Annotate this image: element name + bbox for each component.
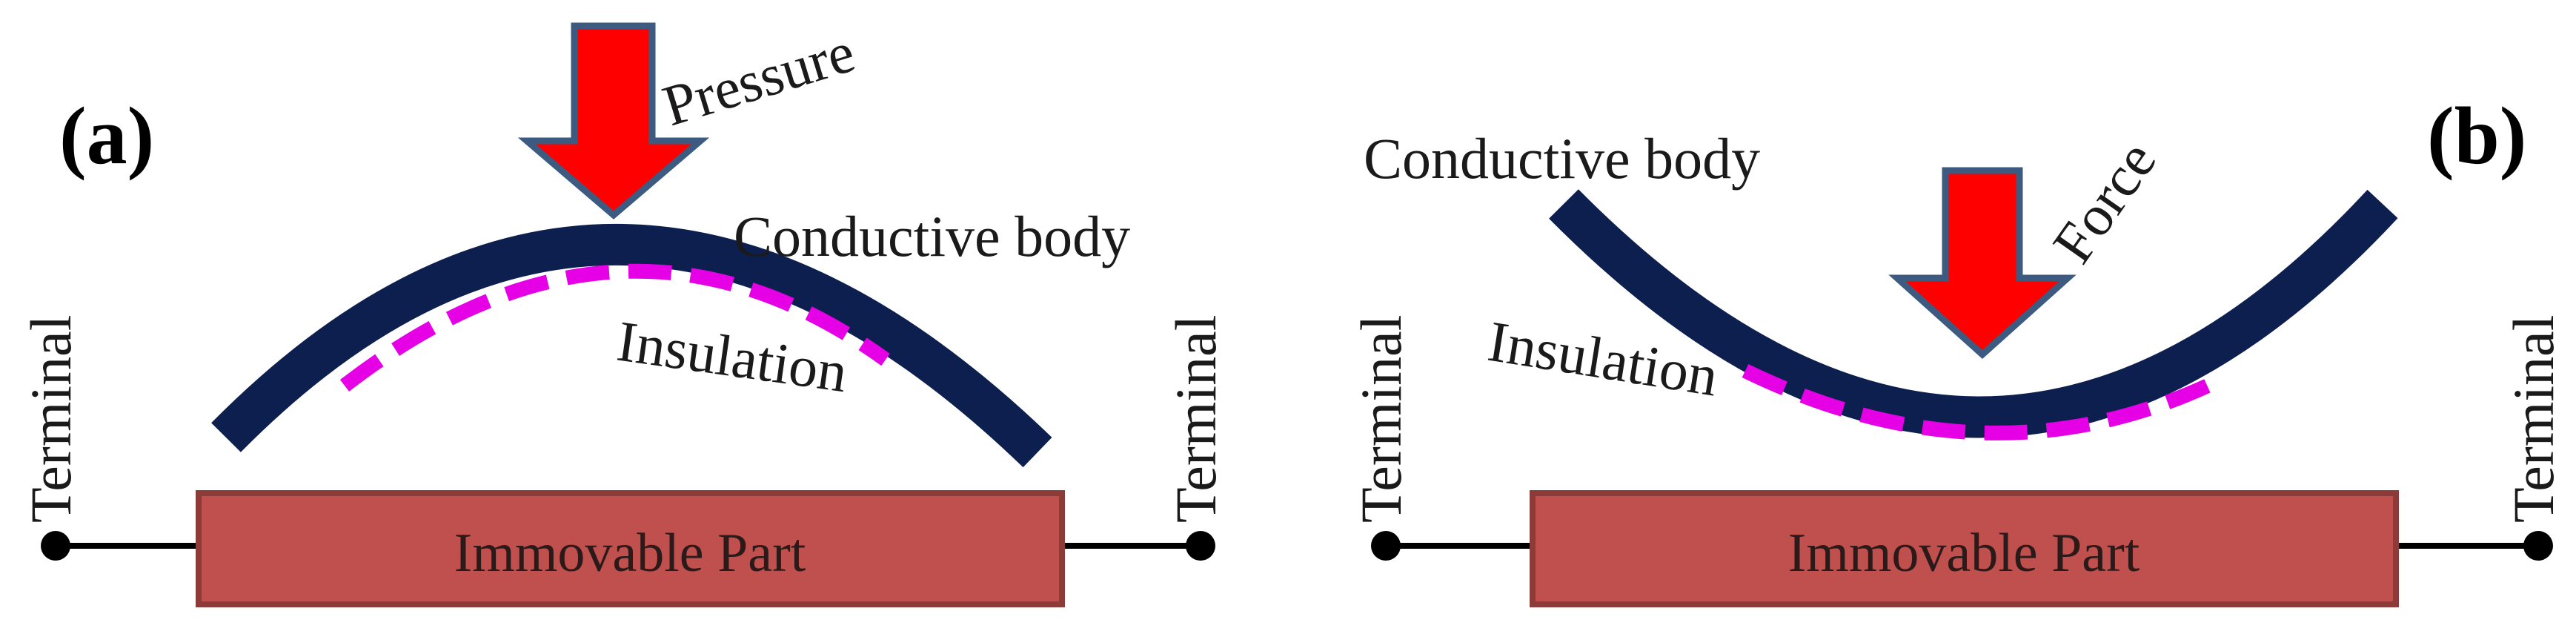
panel-b-label: (b) xyxy=(2427,90,2526,181)
panel-a-immovable-part xyxy=(196,490,1065,607)
panel-a-terminal-left: Terminal xyxy=(19,315,83,523)
panel-a-terminal-right: Terminal xyxy=(1163,315,1228,523)
panel-a-pressure-label: Pressure xyxy=(656,19,862,138)
panel-b-force-label: Force xyxy=(2040,129,2168,274)
panel-b-force-arrow xyxy=(1888,167,2077,360)
panel-b-terminal-left: Terminal xyxy=(1349,315,1413,523)
panel-a: Immovable Part (a) Pressure Conductive b… xyxy=(19,19,1228,607)
panel-b-conductive-body-label: Conductive body xyxy=(1364,126,1760,191)
panel-a-terminal-dot-left xyxy=(41,531,70,561)
panel-b: Immovable Part (b) Force Conductive body… xyxy=(1349,90,2566,607)
panel-b-immovable-part-label: Immovable Part xyxy=(1788,523,2140,584)
panel-a-terminal-dot-right xyxy=(1186,531,1215,561)
panel-a-immovable-part-label: Immovable Part xyxy=(454,523,806,584)
panel-a-conductive-body-label: Conductive body xyxy=(734,204,1130,268)
panel-b-conductive-body xyxy=(1549,189,2398,438)
panel-a-insulation xyxy=(339,263,890,392)
panel-a-label: (a) xyxy=(59,90,154,181)
panel-b-terminal-dot-left xyxy=(1371,531,1401,561)
panel-b-insulation xyxy=(1742,364,2220,440)
panel-b-terminal-right: Terminal xyxy=(2501,315,2566,523)
panel-a-pressure-arrow xyxy=(517,22,710,220)
panel-b-immovable-part xyxy=(1530,490,2399,607)
panel-a-conductive-body xyxy=(211,224,1052,468)
panel-b-terminal-dot-right xyxy=(2523,531,2553,561)
